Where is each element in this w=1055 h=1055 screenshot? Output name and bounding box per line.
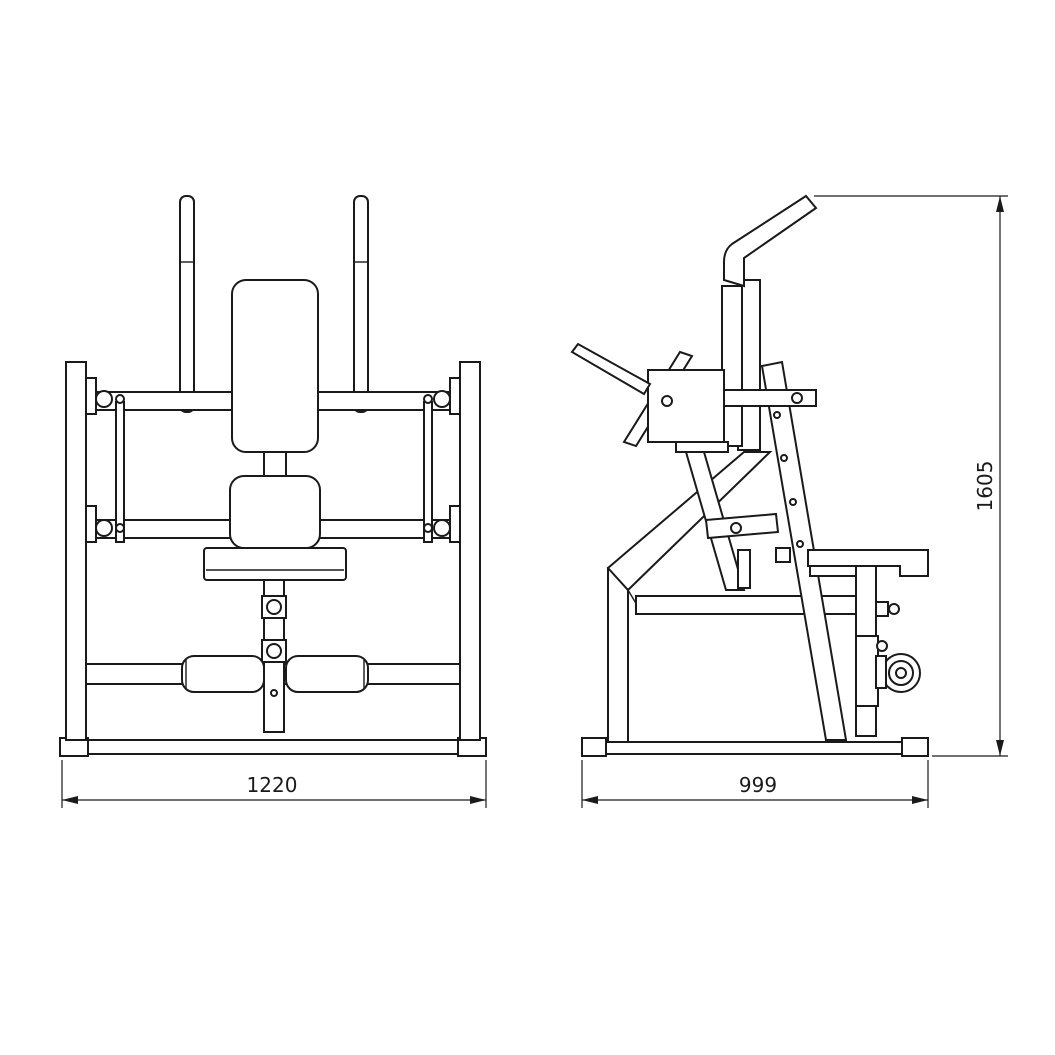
front-upright-right xyxy=(459,361,481,741)
dim-label-height: 1605 xyxy=(973,461,997,512)
leg-roller-left xyxy=(181,655,265,693)
front-leg xyxy=(607,564,629,743)
dimension-side-depth: 999 xyxy=(581,760,929,808)
dim-label-front-width: 1220 xyxy=(247,773,298,797)
front-view xyxy=(59,195,487,757)
adjust-knob-lower xyxy=(266,643,282,659)
seat-pad-front xyxy=(229,475,321,549)
side-view xyxy=(570,194,929,757)
side-mid-bar xyxy=(635,595,867,615)
pad-connector xyxy=(263,451,287,477)
front-upright-left xyxy=(65,361,87,741)
dimension-front-width: 1220 xyxy=(61,760,487,808)
front-brackets xyxy=(85,377,461,543)
side-base-rail xyxy=(581,741,929,755)
side-base-foot-front xyxy=(581,737,607,757)
side-back-pad xyxy=(570,342,725,448)
seat-knob xyxy=(888,603,900,615)
back-pad xyxy=(231,279,319,453)
side-seat xyxy=(807,549,929,577)
handle-post-left xyxy=(179,195,195,413)
seat-base xyxy=(203,547,347,581)
leg-roller-right xyxy=(285,655,369,693)
handle-arm xyxy=(723,194,818,288)
carriage-side-right xyxy=(423,401,433,543)
side-pad-mount xyxy=(675,441,729,453)
adjust-knob-upper xyxy=(266,599,282,615)
side-base-foot-rear xyxy=(901,737,929,757)
handle-post-right xyxy=(353,195,369,413)
dimension-height: 1605 xyxy=(814,195,1008,757)
dim-label-side-depth: 999 xyxy=(739,773,777,797)
column-holes xyxy=(773,411,804,548)
front-base-rail xyxy=(61,739,487,755)
carriage-side-left xyxy=(115,401,125,543)
weight-horn xyxy=(875,640,921,693)
